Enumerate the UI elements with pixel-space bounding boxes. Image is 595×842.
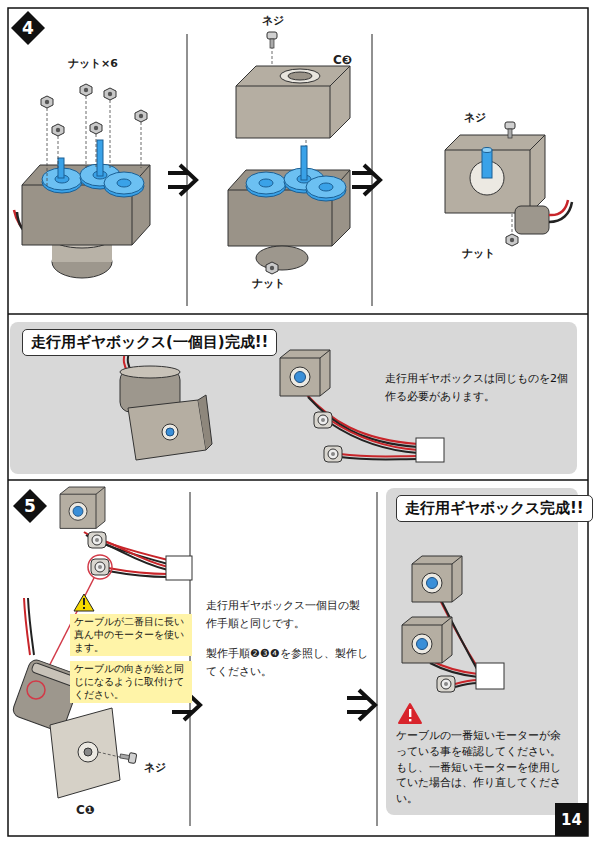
part-label: ナット [462, 246, 495, 261]
complete-panel: 走行用ギヤボックスは同じものを2個作る必要があります。 走行用ギヤボックス(一個目… [10, 322, 577, 474]
part-label: ネジ [464, 110, 486, 125]
part-label: ネジ [144, 760, 166, 775]
box-text: 走行用ギヤボックスは同じものを2個作る必要があります。 [385, 370, 570, 405]
step-badge: 4 [11, 11, 45, 45]
badge-diamond [13, 489, 47, 523]
box-text: 14 [555, 803, 588, 836]
part-label: ナット×6 [68, 56, 118, 71]
box-text: ケーブルが二番目に長い真ん中のモーターを使います。 [74, 616, 188, 654]
instruction-text: 製作手順❷❸❹を参照し、製作してください。 [206, 645, 370, 680]
complete-heading: 走行用ギヤボックス(一個目)完成!! [22, 329, 277, 356]
heading-text: 走行用ギヤボックス(一個目)完成!! [31, 333, 268, 352]
part-label: C❶ [76, 803, 95, 817]
complete-heading: 走行用ギヤボックス完成!! [396, 495, 593, 522]
box-text: ケーブルの向きが絵と同じになるように取付けてください。 [74, 663, 188, 701]
part-label: ナット [252, 276, 285, 291]
badge-diamond [11, 11, 45, 45]
complete-panel: ケーブルの一番短いモーターが余っている事を確認してください。もし、一番短いモータ… [386, 488, 578, 815]
caution-box: ケーブルが二番目に長い真ん中のモーターを使います。 [70, 614, 192, 656]
step-number: 4 [11, 11, 45, 45]
step-number: 5 [13, 489, 47, 523]
caution-box: ケーブルの向きが絵と同じになるように取付けてください。 [70, 661, 192, 703]
box-text: ケーブルの一番短いモーターが余っている事を確認してください。もし、一番短いモータ… [396, 728, 570, 807]
part-label: C❸ [333, 53, 352, 67]
panel-illustration [386, 488, 578, 808]
part-label: ネジ [262, 13, 284, 28]
instruction-text: 走行用ギヤボックス一個目の製作手順と同じです。 [206, 597, 370, 632]
step-badge: 5 [13, 489, 47, 523]
heading-text: 走行用ギヤボックス完成!! [405, 499, 584, 518]
page-number: 14 [555, 803, 588, 836]
